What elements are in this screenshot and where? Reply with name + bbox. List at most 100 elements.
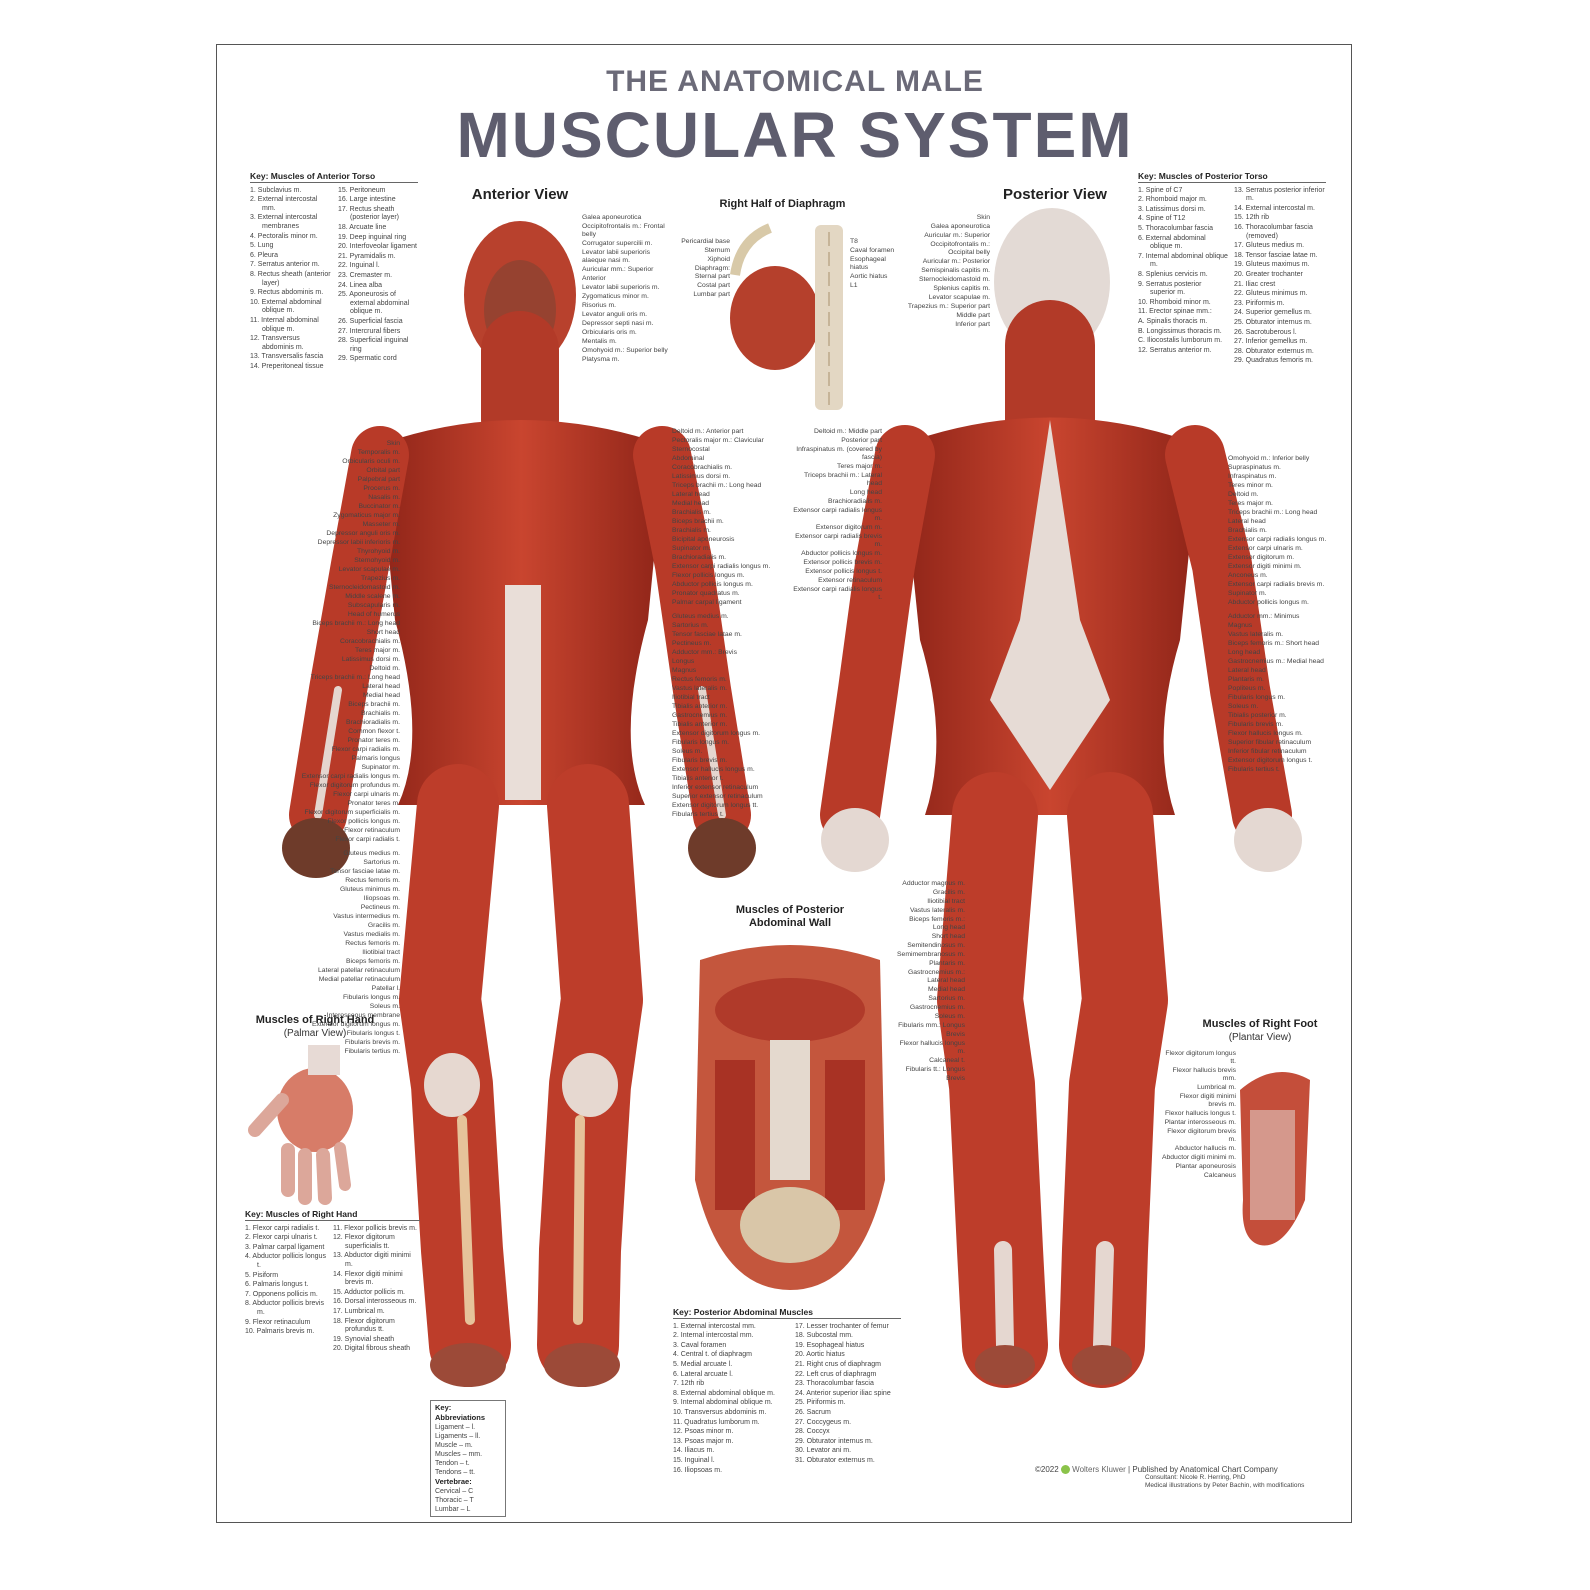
key-item: 23. Piriformis m. xyxy=(1234,299,1285,307)
key-item: 16. Large intestine xyxy=(338,196,396,204)
anatomy-label: Plantar aponeurosis xyxy=(1175,1163,1236,1170)
anatomy-label: Extensor carpi radialis brevis m. xyxy=(795,533,882,548)
anatomy-label: Gracilis m. xyxy=(367,922,400,929)
anatomy-label: Auricular m.: Posterior xyxy=(922,258,990,265)
key-item: 21. Iliac crest xyxy=(1234,280,1276,288)
anatomy-label: Bicipital aponeurosis xyxy=(672,536,735,543)
anatomy-label: Fibularis brevis m. xyxy=(672,757,728,764)
anatomy-label: Fibularis brevis m. xyxy=(1228,721,1284,728)
key-item: 26. Sacrotuberous l. xyxy=(1234,328,1297,336)
anatomy-label: Flexor carpi ulnaris m. xyxy=(333,791,400,798)
key-item: 4. Central t. of diaphragm xyxy=(673,1351,752,1359)
anatomy-label: Plantar interosseous m. xyxy=(1164,1119,1236,1126)
anatomy-label: Palpebral part xyxy=(357,476,400,483)
anatomy-label: Flexor carpi radialis t. xyxy=(335,836,400,843)
key-item: 25. Aponeurosis of external abdominal ob… xyxy=(338,291,410,316)
key-item: 16. Iliopsoas m. xyxy=(673,1466,723,1474)
key-item: 5. Pisiform xyxy=(245,1271,279,1279)
anatomy-label: Flexor pollicis longus m. xyxy=(327,818,400,825)
anatomy-label: Biceps femoris m.: Short head xyxy=(1228,640,1320,647)
anatomy-label: Platysma m. xyxy=(582,356,620,363)
anatomy-label: Omohyoid m.: Inferior belly xyxy=(1228,455,1310,462)
key-item: 7. 12th rib xyxy=(673,1380,705,1388)
anatomy-label: Ligament – l. xyxy=(435,1424,476,1431)
key-item: 27. Intercrural fibers xyxy=(338,327,401,335)
anatomy-label: Inferior fibular retinaculum xyxy=(1228,748,1307,755)
anatomy-label: Risorius m. xyxy=(582,302,616,309)
anatomy-label: Teres major m. xyxy=(837,463,882,470)
anatomy-label: Tibialis anterior t. xyxy=(672,775,724,782)
foot-labels: Flexor digitorum longus tt.Flexor halluc… xyxy=(1160,1050,1236,1180)
anatomy-label: Rectus femoris m. xyxy=(672,676,727,683)
key-item: 24. Anterior superior iliac spine xyxy=(795,1389,891,1397)
key-item: 13. Transversalis fascia xyxy=(250,353,324,361)
anatomy-label: Vastus lateralis m. xyxy=(1228,631,1284,638)
anatomy-label: Brachioradialis m. xyxy=(345,719,400,726)
anterior-right-lower-labels: Gluteus medius m.Sartorius m.Tensor fasc… xyxy=(672,613,784,819)
credits: ©2022 Wolters Kluwer | Published by Anat… xyxy=(1035,1465,1305,1490)
anatomy-label: Muscle – m. xyxy=(435,1442,473,1449)
anatomy-label: Lumbrical m. xyxy=(1197,1084,1236,1091)
anatomy-label: Palmar carpal ligament xyxy=(672,599,742,606)
key-item: C. Iliocostalis lumborum m. xyxy=(1138,337,1223,345)
anatomy-label: Gluteus minimus m. xyxy=(339,886,400,893)
anatomy-label: Levator scapulae m. xyxy=(338,566,400,573)
anatomy-label: Brevis xyxy=(946,1031,965,1038)
key-item: 3. Latissimus dorsi m. xyxy=(1138,205,1206,213)
key-item: 19. Synovial sheath xyxy=(333,1335,395,1343)
key-item: 11. Erector spinae mm.: xyxy=(1138,308,1212,316)
anatomy-label: Soleus m. xyxy=(369,1003,400,1010)
anatomy-label: Fibularis tertius t. xyxy=(672,811,724,818)
diaphragm-heading: Right Half of Diaphragm xyxy=(719,198,846,210)
anatomy-label: Flexor hallucis longus m. xyxy=(1228,730,1303,737)
key-item: 29. Spermatic cord xyxy=(338,355,397,363)
anatomy-label: Supinator m. xyxy=(672,545,711,552)
anatomy-label: Brachioradialis m. xyxy=(827,498,882,505)
key-item: 9. Serratus posterior superior m. xyxy=(1138,280,1202,297)
anatomy-label: Extensor retinaculum xyxy=(818,577,882,584)
key-item: 13. Abductor digiti minimi m. xyxy=(333,1252,411,1268)
key-item: 16. Thoracolumbar fascia (removed) xyxy=(1234,223,1313,240)
anatomy-label: Anterior xyxy=(582,275,606,282)
posterior-left-foot xyxy=(975,1345,1035,1385)
anatomy-label: Medial head xyxy=(672,500,710,507)
anatomy-label: Pericardial base xyxy=(681,238,730,245)
anatomy-label: Fibularis brevis m. xyxy=(344,1039,400,1046)
anatomy-label: Extensor carpi radialis longus t. xyxy=(793,586,882,601)
anatomy-label: Calcaneal t. xyxy=(929,1057,965,1064)
key-item: 2. Internal intercostal mm. xyxy=(673,1332,754,1340)
key-item: 26. Sacrum xyxy=(795,1408,831,1416)
anatomy-label: Levator scapulae m. xyxy=(928,294,990,301)
anatomy-label: Fibularis longus m. xyxy=(342,994,400,1001)
anatomy-label: Thoracic – T xyxy=(435,1497,474,1504)
anatomy-label: Iliotibial tract xyxy=(927,898,965,905)
anatomy-label: Levator labii superioris alaeque nasi m. xyxy=(582,249,651,264)
key-anterior-torso: Key: Muscles of Anterior Torso 1. Subcla… xyxy=(250,171,418,370)
key-item: 7. Internal abdominal oblique m. xyxy=(1138,252,1228,269)
key-item: 8. Rectus sheath (anterior layer) xyxy=(250,270,331,287)
anatomy-label: Costal part xyxy=(697,282,730,289)
anatomy-label: Flexor digitorum superficialis m. xyxy=(304,809,400,816)
anatomy-label: Infraspinatus m. (covered by fascia) xyxy=(796,446,882,461)
key-item: 4. Pectoralis minor m. xyxy=(250,232,318,240)
key-item: 20. Greater trochanter xyxy=(1234,270,1303,278)
anatomy-label: Vastus medialis m. xyxy=(343,931,400,938)
anatomy-label: Auricular m.: Superior xyxy=(924,232,990,239)
anatomy-label: Extensor carpi ulnaris m. xyxy=(1228,545,1303,552)
anatomy-label: Extensor digitorum longus m. xyxy=(672,730,761,737)
key-item: 28. Superficial inguinal ring xyxy=(338,337,409,353)
anatomy-label: Biceps femoris m. xyxy=(345,958,400,965)
key-item: 5. Medial arcuate l. xyxy=(673,1360,733,1368)
anatomy-label: Cervical – C xyxy=(435,1488,474,1495)
key-item: 16. Dorsal interosseous m. xyxy=(333,1298,417,1306)
anatomy-label: Middle scalene m. xyxy=(345,593,400,600)
hand-heading: Muscles of Right Hand(Palmar View) xyxy=(255,1014,375,1039)
anatomy-label: Flexor carpi radialis m. xyxy=(331,746,400,753)
anatomy-label: Extensor digitorum longus m. xyxy=(311,1021,400,1028)
posterior-right-hand xyxy=(1234,808,1302,872)
